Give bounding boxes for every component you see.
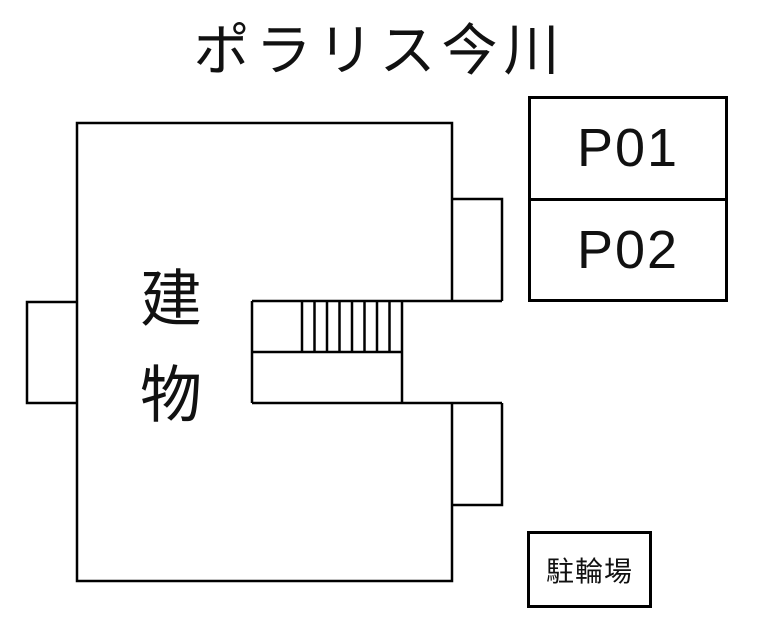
parking-space-p01: P01 <box>531 99 725 201</box>
stairs-hatch-lines <box>300 301 391 352</box>
page-title: ポラリス今川 <box>193 19 566 82</box>
parking-space-p01-label: P01 <box>576 118 680 179</box>
bicycle-parking-label: 駐輪場 <box>545 555 633 587</box>
parking-space-p02: P02 <box>531 201 725 300</box>
building-top-right-wing <box>452 197 504 301</box>
building-left-wing <box>25 300 77 405</box>
bicycle-parking-box: 駐輪場 <box>527 531 652 608</box>
building-label: 建物 <box>130 266 199 458</box>
parking-box: P01 P02 <box>528 96 728 302</box>
parking-space-p02-label: P02 <box>576 219 680 280</box>
building-bottom-right-wing <box>452 403 504 507</box>
building-main-outline <box>75 121 454 583</box>
